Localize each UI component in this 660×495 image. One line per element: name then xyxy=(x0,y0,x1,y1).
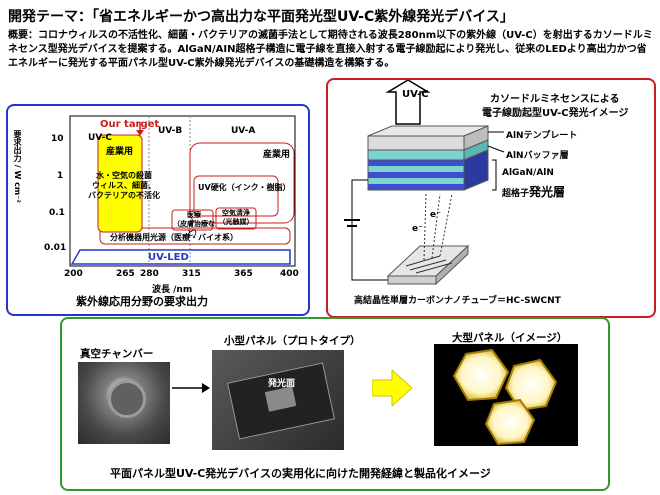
requirement-chart-panel xyxy=(6,104,310,316)
y-tick-0-01: 0.01 xyxy=(44,243,67,253)
band-uvc: UV-C xyxy=(88,133,112,143)
cnt-label: 高結晶性単層カーボンナノチューブ＝HC-SWCNT xyxy=(354,296,561,306)
roadmap-caption: 平面パネル型UV-C発光デバイスの実用化に向けた開発経緯と製品化イメージ xyxy=(110,467,491,480)
small-panel-photo: 発光面 xyxy=(212,350,344,450)
prototype-board xyxy=(227,362,335,440)
x-tick-200: 200 xyxy=(64,269,83,279)
hex-panel-3 xyxy=(484,398,536,446)
x-tick-265: 265 xyxy=(116,269,135,279)
region-industrial-a xyxy=(189,142,295,224)
industrial-a-label: 産業用 xyxy=(263,150,291,160)
roadmap-panel xyxy=(60,317,610,491)
region-air xyxy=(215,207,257,230)
chart-ylabel: 要求出力 / W cm⁻² xyxy=(13,130,22,203)
sl-label-1: AlGaN/AlN xyxy=(502,168,554,178)
sterilization-label: 水・空気の殺菌 ウィルス、細菌、 バクテリアの不活化 xyxy=(88,171,160,200)
y-tick-0-1: 0.1 xyxy=(49,208,65,218)
air-label: 空気清浄 （光触媒） xyxy=(218,209,254,226)
analysis-label: 分析機器用光源（医療・バイオ系） xyxy=(110,233,238,242)
hex-panel-2 xyxy=(504,358,558,412)
device-title-line1: カソードルミネセンスによる xyxy=(490,94,620,105)
large-panel-hexagons xyxy=(452,348,558,446)
device-structure-diagram xyxy=(344,80,505,286)
device-title-line2: 電子線励起型UV-C発光イメージ xyxy=(482,108,629,119)
y-tick-10: 10 xyxy=(51,134,64,144)
x-tick-400: 400 xyxy=(280,269,299,279)
summary-label: 概要： xyxy=(8,30,38,41)
summary: 概要：コロナウィルスの不活性化、細菌・バクテリアの滅菌手法として期待される波長2… xyxy=(8,29,653,71)
band-uva: UV-A xyxy=(231,126,256,136)
hex-panel-1 xyxy=(452,348,510,402)
uvc-output-label: UV-C xyxy=(402,89,429,100)
emit-surface-label: 発光面 xyxy=(268,379,296,389)
chart-caption: 紫外線応用分野の要求出力 xyxy=(76,295,208,308)
x-tick-280: 280 xyxy=(140,269,159,279)
electron-label-2: e⁻ xyxy=(430,210,441,220)
our-target-label: Our target xyxy=(100,119,160,130)
yellow-arrow xyxy=(372,370,412,406)
buffer-label: AlNバッファ層 xyxy=(506,151,569,161)
template-label: AlNテンプレート xyxy=(506,131,578,141)
layer-template xyxy=(367,135,465,151)
chamber-photo xyxy=(78,362,170,444)
requirement-chart xyxy=(69,115,296,267)
sl-label-2: 超格子発光層 xyxy=(502,183,565,200)
layer-buffer xyxy=(367,149,465,161)
process-arrow xyxy=(172,383,210,393)
region-analysis xyxy=(99,227,291,245)
chart-frame xyxy=(69,115,296,267)
emit-surface xyxy=(264,386,297,412)
target-region xyxy=(97,134,143,233)
large-panel-image xyxy=(434,344,578,446)
sl-bracket xyxy=(492,159,497,191)
electron-path-2 xyxy=(431,193,441,259)
layer-sl-2 xyxy=(368,172,464,178)
band-uvb: UV-B xyxy=(158,126,183,136)
industrial-c-label: 産業用 xyxy=(106,147,134,157)
uvc-arrow xyxy=(385,80,431,125)
circuit-wire xyxy=(351,179,388,281)
medical-label: 医療 （皮膚治療など） xyxy=(173,211,215,237)
small-panel-label: 小型パネル（プロトタイプ） xyxy=(224,335,361,347)
target-arrowhead xyxy=(136,130,144,136)
region-curing xyxy=(193,175,279,217)
electron-path-1 xyxy=(423,193,427,261)
region-uvled xyxy=(70,249,291,265)
uvled-label: UV-LED xyxy=(148,252,189,263)
electron-path-3 xyxy=(439,193,453,257)
chamber-port xyxy=(108,380,146,418)
page-title: 開発テーマ：「省エネルギーかつ高出力な平面発光型UV-C紫外線発光デバイス」 xyxy=(8,9,514,25)
y-tick-1: 1 xyxy=(57,171,64,181)
curing-label: UV硬化（インク・樹脂） xyxy=(198,183,291,192)
layer-sl-1 xyxy=(368,160,464,166)
summary-text: コロナウィルスの不活性化、細菌・バクテリアの滅菌手法として期待される波長280n… xyxy=(8,30,653,69)
x-tick-315: 315 xyxy=(182,269,201,279)
large-panel-label: 大型パネル（イメージ） xyxy=(452,332,568,344)
sl-label-small: 超格子 xyxy=(502,189,530,199)
region-medical xyxy=(171,209,214,231)
electron-label-1: e⁻ xyxy=(412,224,423,234)
x-tick-365: 365 xyxy=(234,269,253,279)
sl-label-big: 発光層 xyxy=(529,185,566,199)
chamber-label: 真空チャンバー xyxy=(80,348,154,360)
chart-xlabel: 波長 /nm xyxy=(152,285,193,295)
layer-sl-3 xyxy=(368,184,464,190)
